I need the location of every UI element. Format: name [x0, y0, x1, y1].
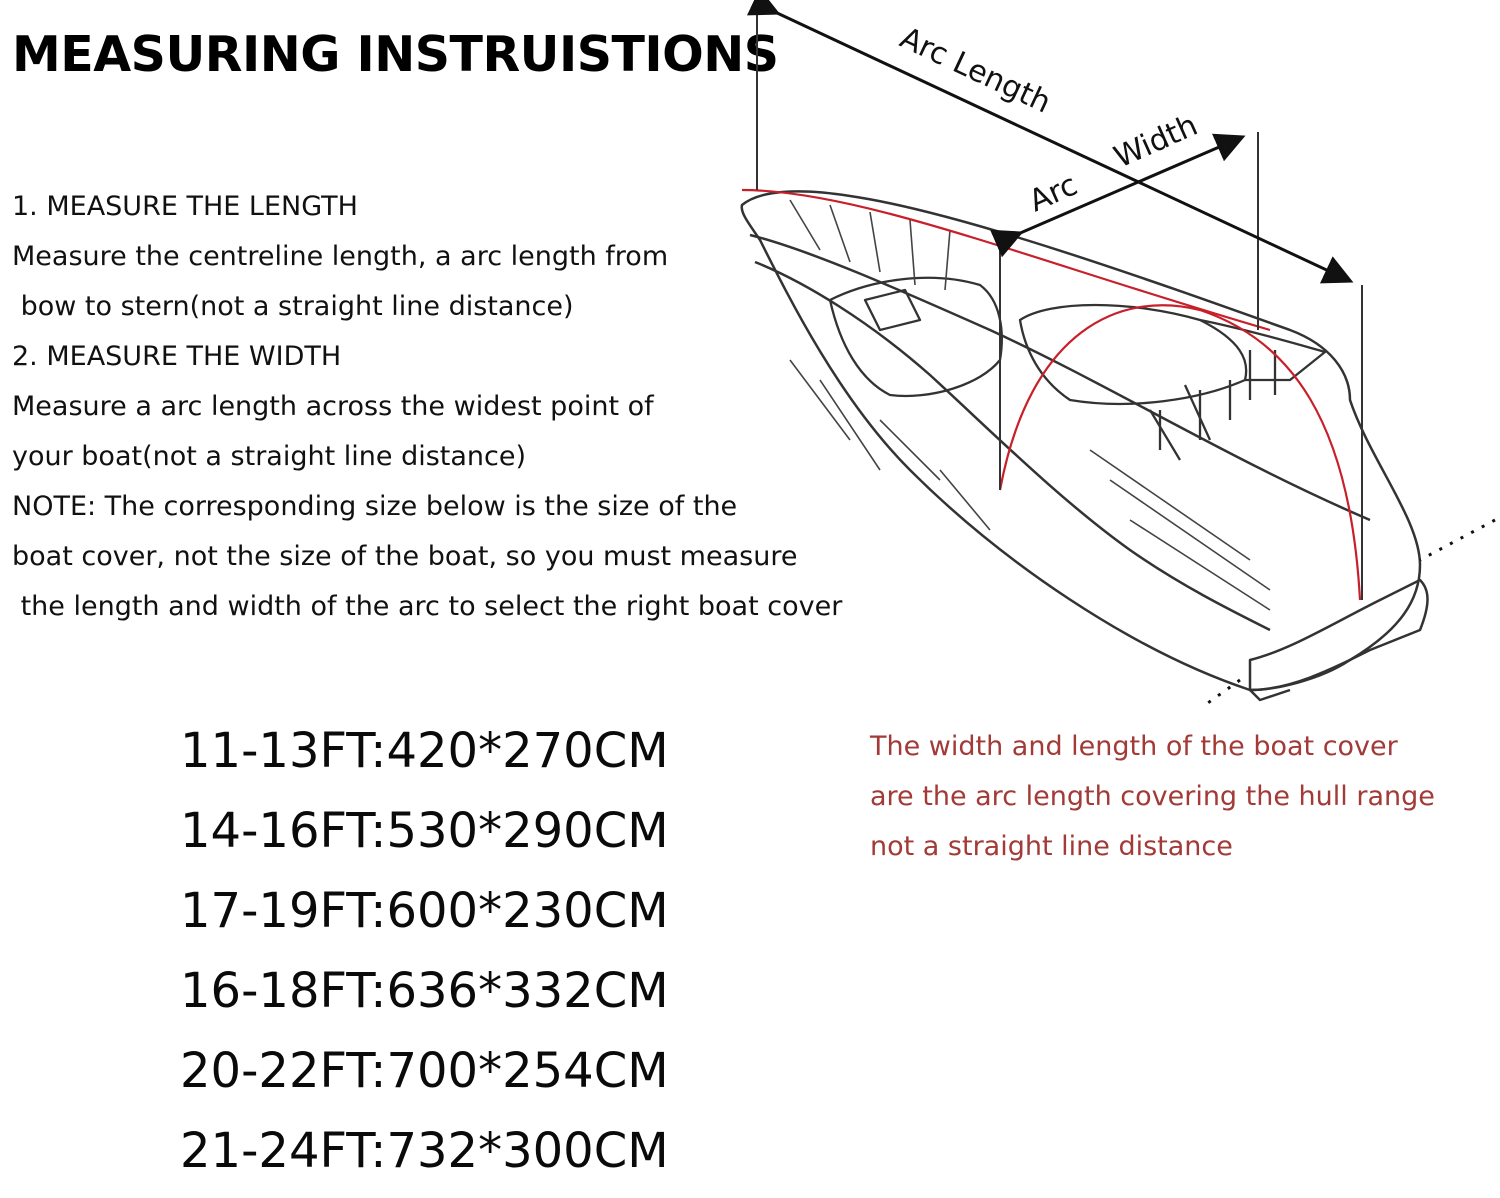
instruction-line: boat cover, not the size of the boat, so…: [12, 541, 798, 572]
centerline: [1204, 518, 1496, 707]
size-item: 14-16FT:530*290CM: [180, 803, 669, 859]
instruction-line: bow to stern(not a straight line distanc…: [12, 291, 574, 322]
instruction-line: the length and width of the arc to selec…: [12, 591, 843, 622]
arc-label: Arc: [1024, 168, 1083, 220]
size-item: 11-13FT:420*270CM: [180, 723, 669, 779]
size-list: 11-13FT:420*270CM 14-16FT:530*290CM 17-1…: [180, 718, 669, 1198]
note-line: are the arc length covering the hull ran…: [870, 781, 1435, 812]
instruction-line: 1. MEASURE THE LENGTH: [12, 191, 358, 222]
boat-cabin: [828, 276, 1327, 461]
instruction-line: your boat(not a straight line distance): [12, 441, 527, 472]
size-item: 20-22FT:700*254CM: [180, 1043, 669, 1099]
width-label: Width: [1109, 108, 1203, 175]
note-line: not a straight line distance: [870, 831, 1233, 862]
instruction-line: Measure a arc length across the widest p…: [12, 391, 654, 422]
size-item: 17-19FT:600*230CM: [180, 883, 669, 939]
size-item: 16-18FT:636*332CM: [180, 963, 669, 1019]
instruction-line: Measure the centreline length, a arc len…: [12, 241, 669, 272]
page-title: MEASURING INSTRUISTIONS: [12, 26, 779, 83]
note-line: The width and length of the boat cover: [870, 731, 1398, 762]
arc-lines: [741, 188, 1362, 601]
size-item: 21-24FT:732*300CM: [180, 1123, 669, 1179]
boat-illustration: Arc Length Arc Width: [740, 0, 1496, 707]
deck-panels: [789, 199, 1271, 611]
dimension-arrows: [746, 0, 1354, 284]
instructions-block: 1. MEASURE THE LENGTH Measure the centre…: [12, 186, 842, 636]
arc-note: The width and length of the boat cover a…: [870, 726, 1435, 876]
instruction-line: 2. MEASURE THE WIDTH: [12, 341, 342, 372]
extension-lines: [756, 10, 1363, 600]
instruction-line: NOTE: The corresponding size below is th…: [12, 491, 738, 522]
boat-diagram: Arc Length Arc Width: [730, 0, 1500, 720]
